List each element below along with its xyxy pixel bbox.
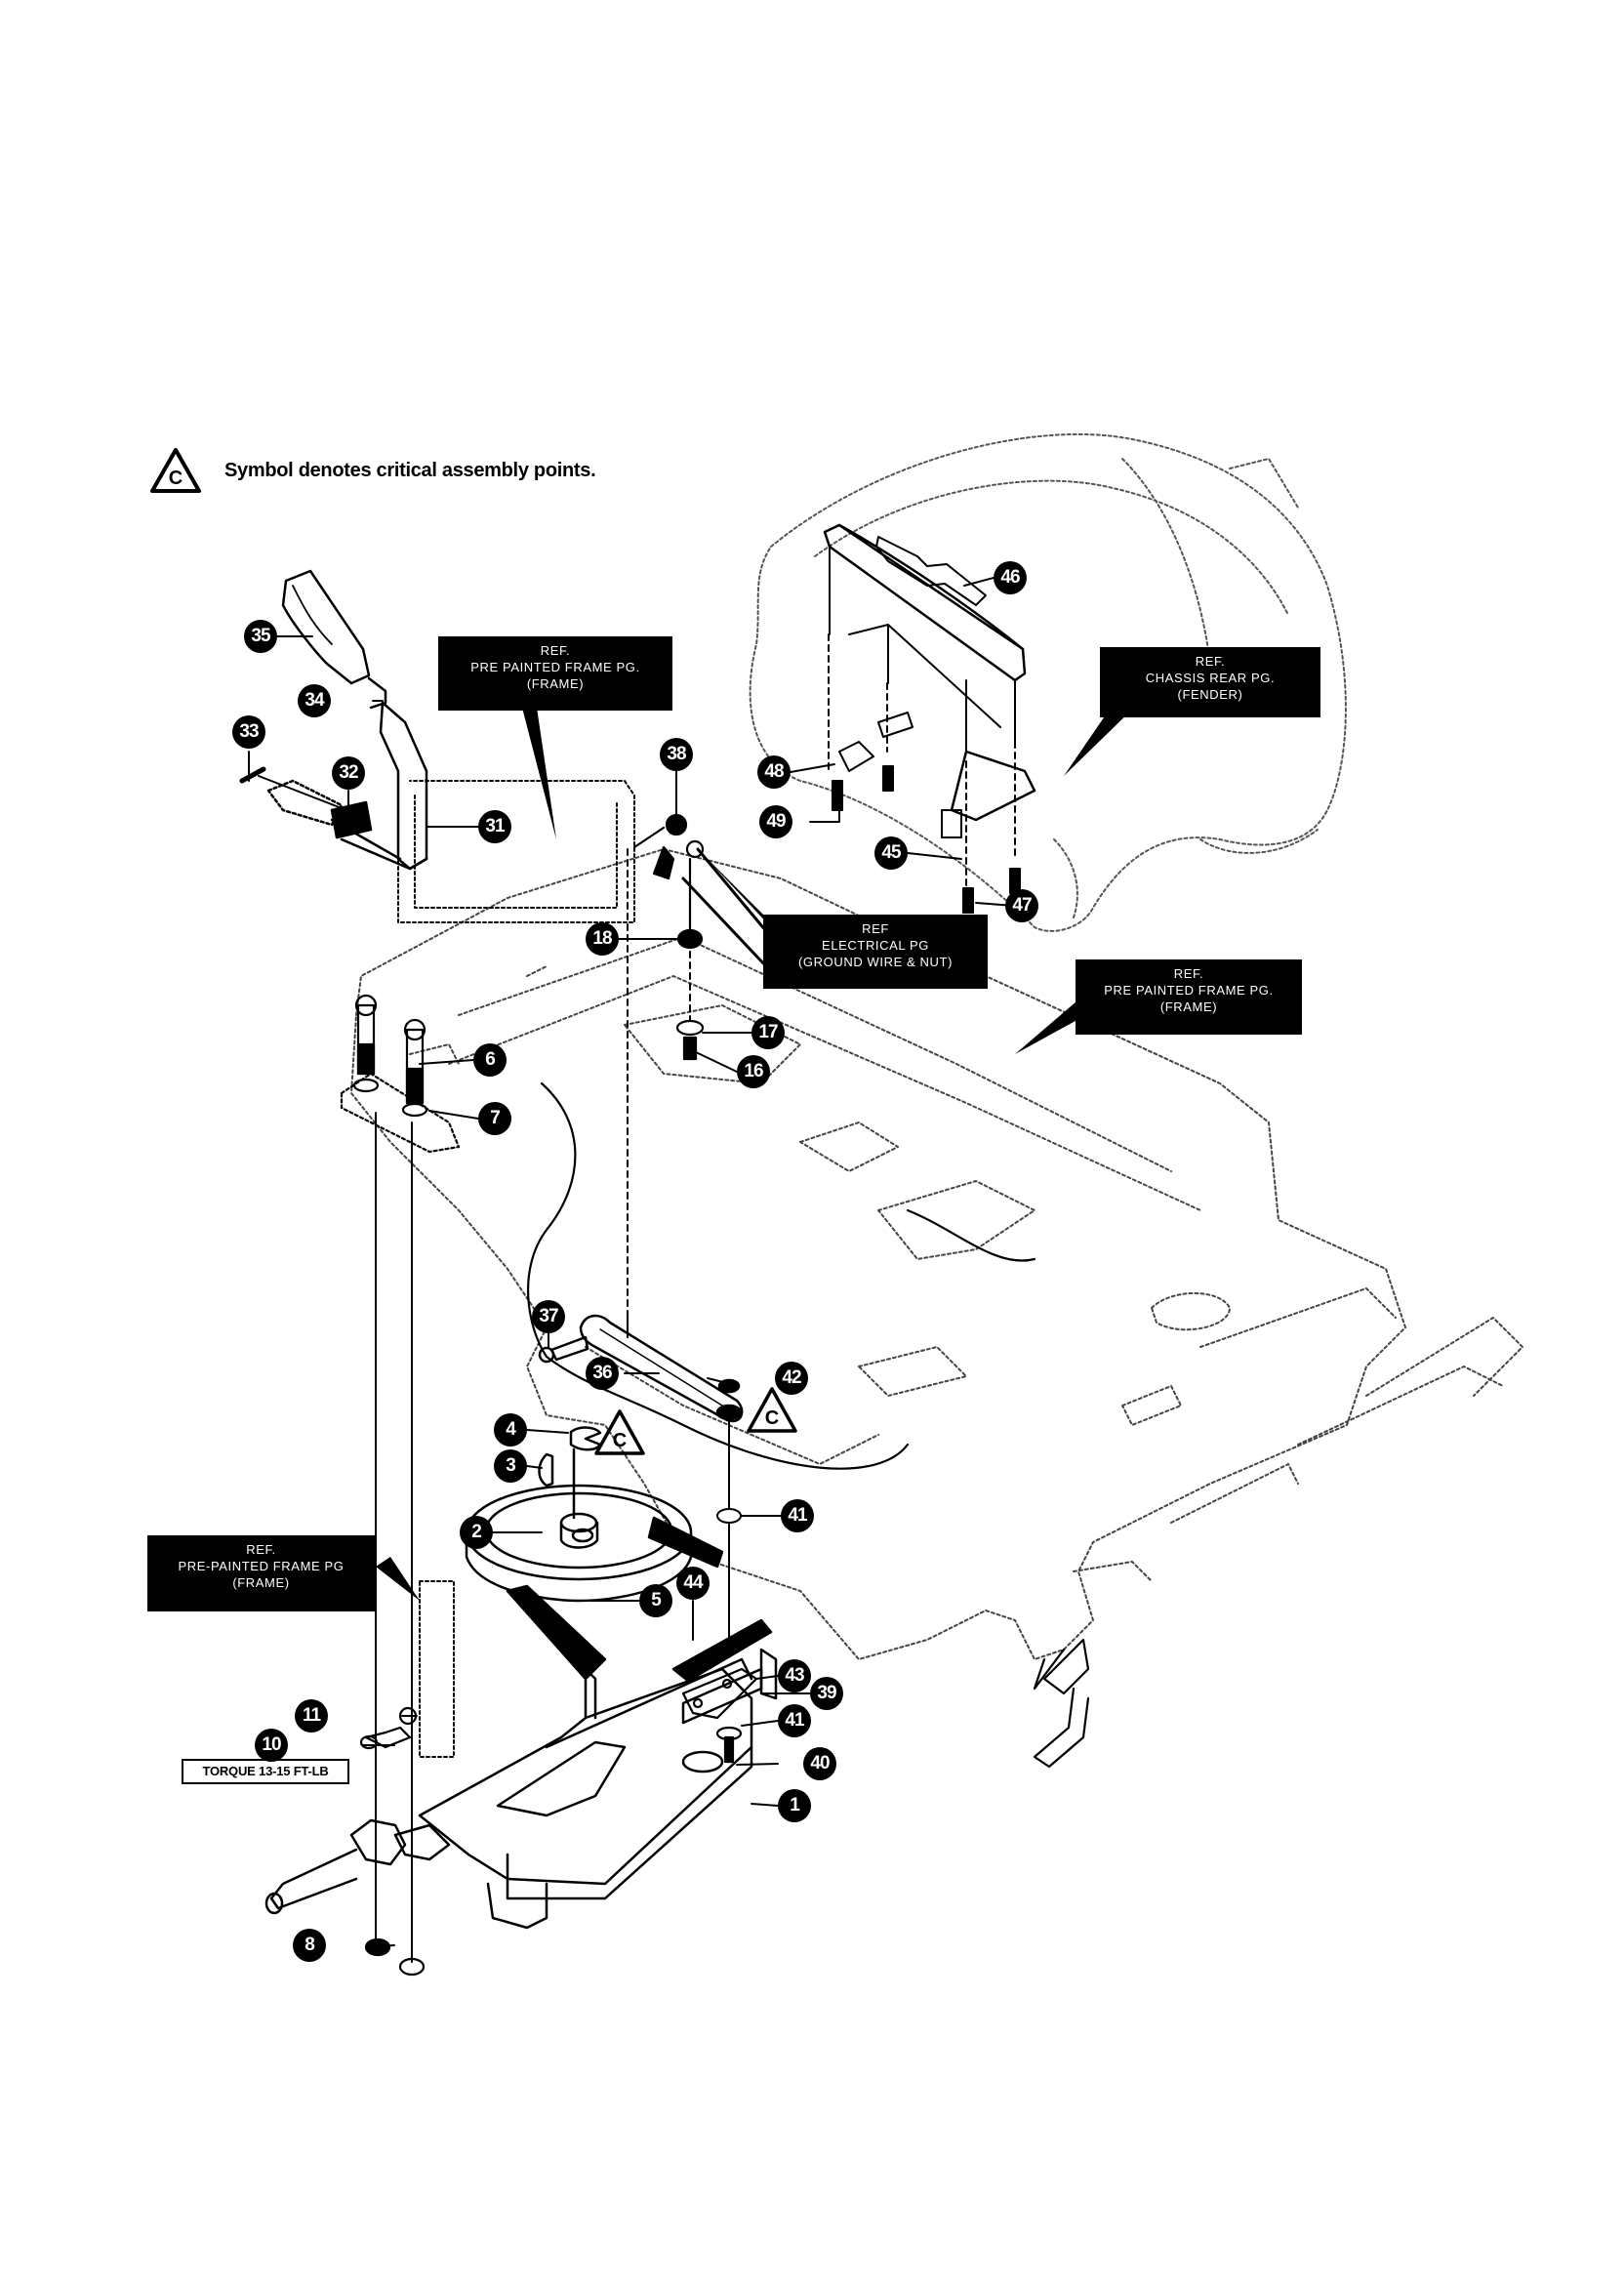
axle-bracket-plate (681, 1667, 758, 1764)
shift-cover (823, 523, 1036, 838)
ref-line: (FRAME) (232, 1575, 290, 1590)
callout-1[interactable]: 1 (778, 1789, 811, 1822)
callout-43[interactable]: 43 (778, 1659, 811, 1692)
ref-line: (FENDER) (1177, 687, 1243, 702)
callout-41-lower[interactable]: 41 (778, 1704, 811, 1737)
center-hardware (632, 813, 705, 1061)
critical-mark-icon: C (747, 1387, 797, 1433)
callout-4[interactable]: 4 (494, 1413, 527, 1447)
callout-35[interactable]: 35 (244, 620, 277, 653)
callout-31[interactable]: 31 (478, 810, 511, 843)
transaxle (264, 1618, 778, 1930)
ref-line: CHASSIS REAR PG. (1145, 671, 1276, 685)
ref-label-frame-left: REF. PRE-PAINTED FRAME PG (FRAME) (147, 1535, 375, 1611)
callout-45[interactable]: 45 (874, 836, 908, 870)
callout-17[interactable]: 17 (751, 1016, 785, 1049)
callout-3[interactable]: 3 (494, 1449, 527, 1483)
callout-46[interactable]: 46 (994, 561, 1027, 594)
ref-line: PRE PAINTED FRAME PG. (470, 660, 640, 674)
callout-39[interactable]: 39 (810, 1677, 843, 1710)
callout-42[interactable]: 42 (775, 1362, 808, 1395)
fender-hardware-dashes (828, 633, 1016, 889)
critical-point-icon: C (150, 448, 201, 493)
torque-note: TORQUE 13-15 FT-LB (182, 1759, 349, 1784)
critical-point-legend: C Symbol denotes critical assembly point… (148, 447, 596, 494)
callout-48[interactable]: 48 (757, 755, 791, 789)
callout-11[interactable]: 11 (295, 1699, 328, 1733)
callout-40[interactable]: 40 (803, 1747, 836, 1780)
ref-line: PRE-PAINTED FRAME PG (178, 1559, 345, 1573)
ref-line: REF. (246, 1542, 276, 1557)
ref-label-frame-right: REF. PRE PAINTED FRAME PG. (FRAME) (1076, 959, 1302, 1035)
pivot-bolts (340, 994, 461, 1154)
front-bracket-plate (419, 1580, 455, 1758)
fender-fasteners (832, 712, 1021, 914)
ref-line: REF. (1195, 654, 1226, 669)
ref-line: (FRAME) (526, 676, 585, 691)
idler-rod (716, 1419, 742, 1646)
callout-41-upper[interactable]: 41 (781, 1499, 814, 1532)
callout-5[interactable]: 5 (639, 1584, 672, 1617)
callout-16[interactable]: 16 (737, 1055, 770, 1088)
ref-line: REF. (1173, 966, 1204, 981)
lever-dotted-bracket (397, 780, 635, 923)
callout-36[interactable]: 36 (586, 1357, 619, 1390)
ref-label-frame-top: REF. PRE PAINTED FRAME PG. (FRAME) (438, 636, 672, 711)
callout-47[interactable]: 47 (1005, 889, 1038, 922)
callout-8[interactable]: 8 (293, 1929, 326, 1962)
svg-text:C: C (765, 1407, 779, 1429)
idler-arm (538, 1312, 744, 1423)
ref-label-chassis-rear: REF. CHASSIS REAR PG. (FENDER) (1100, 647, 1320, 717)
svg-text:C: C (613, 1430, 627, 1451)
center-dashes (627, 848, 691, 1338)
callout-18[interactable]: 18 (586, 922, 619, 956)
legend-text: Symbol denotes critical assembly points. (224, 459, 596, 481)
ref-line: (GROUND WIRE & NUT) (798, 955, 953, 969)
callout-49[interactable]: 49 (759, 805, 792, 838)
callout-6[interactable]: 6 (473, 1043, 507, 1077)
critical-mark-icon: C (594, 1409, 645, 1455)
callout-7[interactable]: 7 (478, 1102, 511, 1135)
bottom-hardware (359, 1706, 426, 1977)
ground-wire-leader (681, 847, 773, 968)
callout-38[interactable]: 38 (660, 738, 693, 771)
pulley-assembly (465, 1426, 724, 1681)
callout-37[interactable]: 37 (532, 1300, 565, 1333)
callout-32[interactable]: 32 (332, 756, 365, 790)
callout-44[interactable]: 44 (676, 1567, 710, 1600)
callout-33[interactable]: 33 (232, 715, 265, 749)
callout-2[interactable]: 2 (460, 1516, 493, 1549)
ref-line: PRE PAINTED FRAME PG. (1104, 983, 1274, 998)
ref-label-electrical: REF ELECTRICAL PG (GROUND WIRE & NUT) (763, 915, 988, 989)
svg-text:C: C (169, 468, 183, 489)
leader-lines (248, 577, 1016, 1948)
callout-10[interactable]: 10 (255, 1729, 288, 1762)
vertical-rods (375, 1112, 413, 1963)
ref-line: ELECTRICAL PG (822, 938, 929, 953)
shift-lever (239, 569, 428, 871)
ref-line: (FRAME) (1159, 999, 1218, 1014)
callout-34[interactable]: 34 (298, 684, 331, 717)
frame-outline (350, 848, 1523, 1660)
ref-line: REF (862, 921, 889, 936)
ref-line: REF. (540, 643, 571, 658)
